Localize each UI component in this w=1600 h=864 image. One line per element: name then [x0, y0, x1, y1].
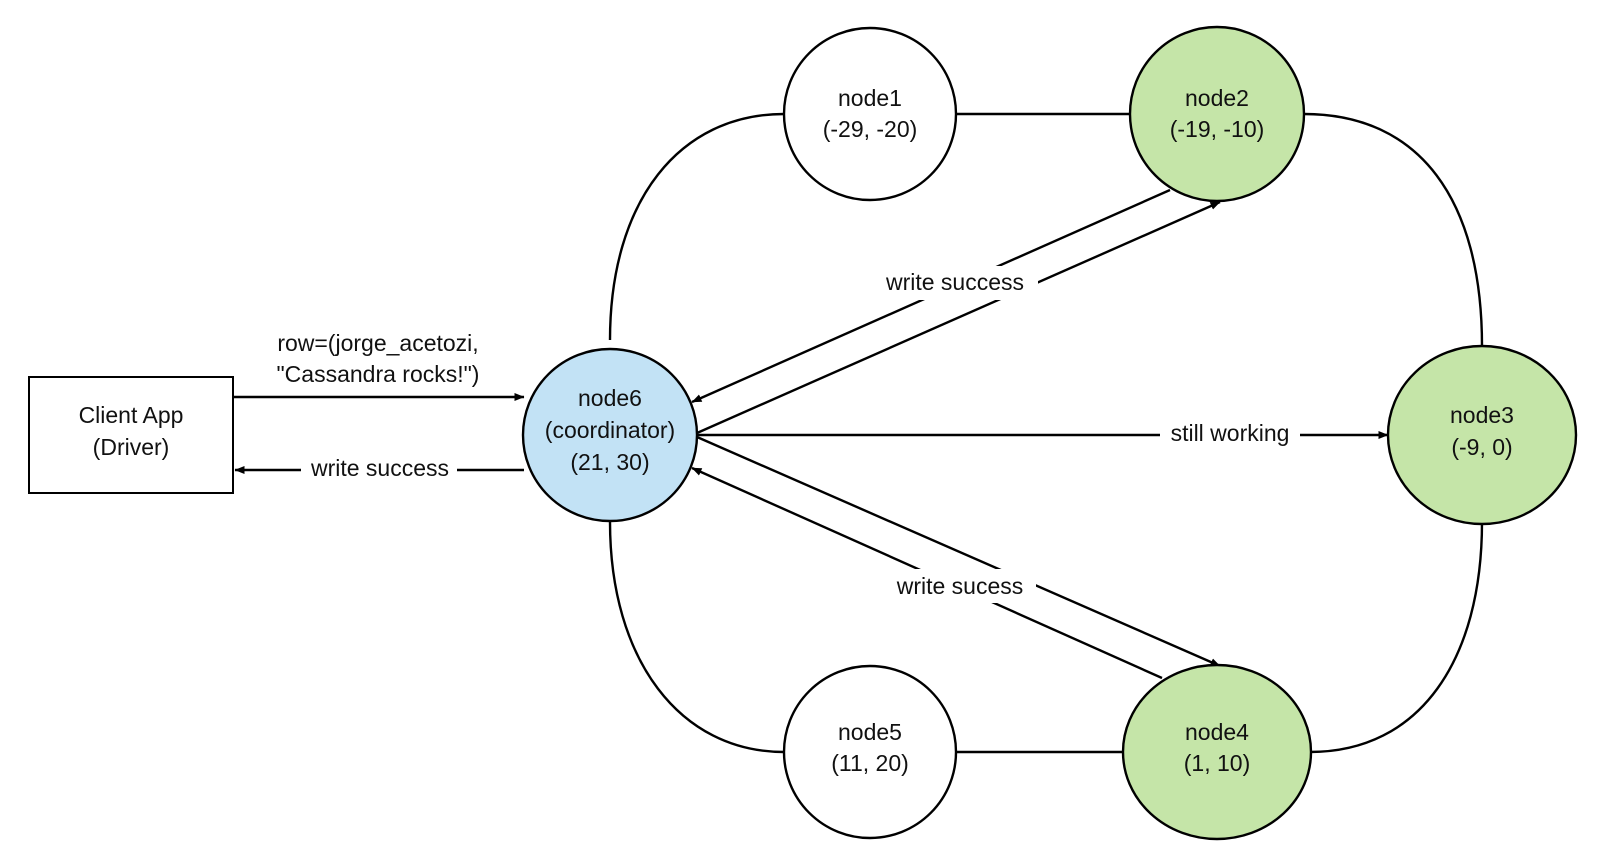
client-app-subtitle: (Driver) — [93, 434, 170, 460]
node6-role: (coordinator) — [545, 417, 675, 443]
node4-name: node4 — [1185, 719, 1249, 745]
node1-name: node1 — [838, 85, 902, 111]
request-payload-line2: "Cassandra rocks!") — [277, 361, 480, 387]
node6-range: (21, 30) — [570, 449, 649, 475]
ring-edge-node6-node1 — [608, 112, 785, 341]
node4-response-label-bg — [884, 569, 1036, 603]
node1-circle — [782, 26, 958, 202]
edge-labels: row=(jorge_acetozi, "Cassandra rocks!") … — [277, 266, 1300, 603]
node3-circle — [1386, 344, 1578, 526]
ring-edge-node3-node4 — [1309, 521, 1484, 754]
node4-circle — [1121, 663, 1313, 841]
client-app-title: Client App — [79, 402, 184, 428]
node3-range: (-9, 0) — [1451, 434, 1512, 460]
node-node3: node3 (-9, 0) — [1386, 344, 1578, 526]
node6-name: node6 — [578, 385, 642, 411]
node2-range: (-19, -10) — [1170, 116, 1265, 142]
node-node2: node2 (-19, -10) — [1128, 25, 1306, 203]
node3-status-label: still working — [1171, 420, 1290, 446]
node-node6: node6 (coordinator) (21, 30) — [521, 347, 699, 523]
arrow-coordinator-to-node4 — [696, 435, 1221, 668]
node-node4: node4 (1, 10) — [1121, 663, 1313, 841]
node5-circle — [782, 664, 958, 840]
node2-response-label: write success — [885, 269, 1024, 295]
node3-name: node3 — [1450, 402, 1514, 428]
node3-status-label-bg — [1160, 419, 1300, 451]
ring-edge-node6-node5 — [608, 521, 785, 754]
node2-response-label-bg — [874, 266, 1038, 300]
node4-response-label: write sucess — [896, 573, 1024, 599]
ring-edge-node2-node3 — [1303, 112, 1484, 347]
client-response-label-bg — [301, 454, 457, 484]
node1-range: (-29, -20) — [823, 116, 918, 142]
node2-circle — [1128, 25, 1306, 203]
arrow-coordinator-to-node2 — [696, 200, 1221, 435]
request-payload-line1: row=(jorge_acetozi, — [277, 330, 478, 356]
node6-circle — [521, 347, 699, 523]
ring-connections — [608, 112, 1484, 754]
node-node1: node1 (-29, -20) — [782, 26, 958, 202]
client-app-box: Client App (Driver) — [28, 376, 234, 494]
node5-range: (11, 20) — [831, 750, 909, 776]
node-node5: node5 (11, 20) — [782, 664, 958, 840]
node4-range: (1, 10) — [1184, 750, 1250, 776]
node5-name: node5 — [838, 719, 902, 745]
client-response-label: write success — [310, 455, 449, 481]
node2-name: node2 — [1185, 85, 1249, 111]
